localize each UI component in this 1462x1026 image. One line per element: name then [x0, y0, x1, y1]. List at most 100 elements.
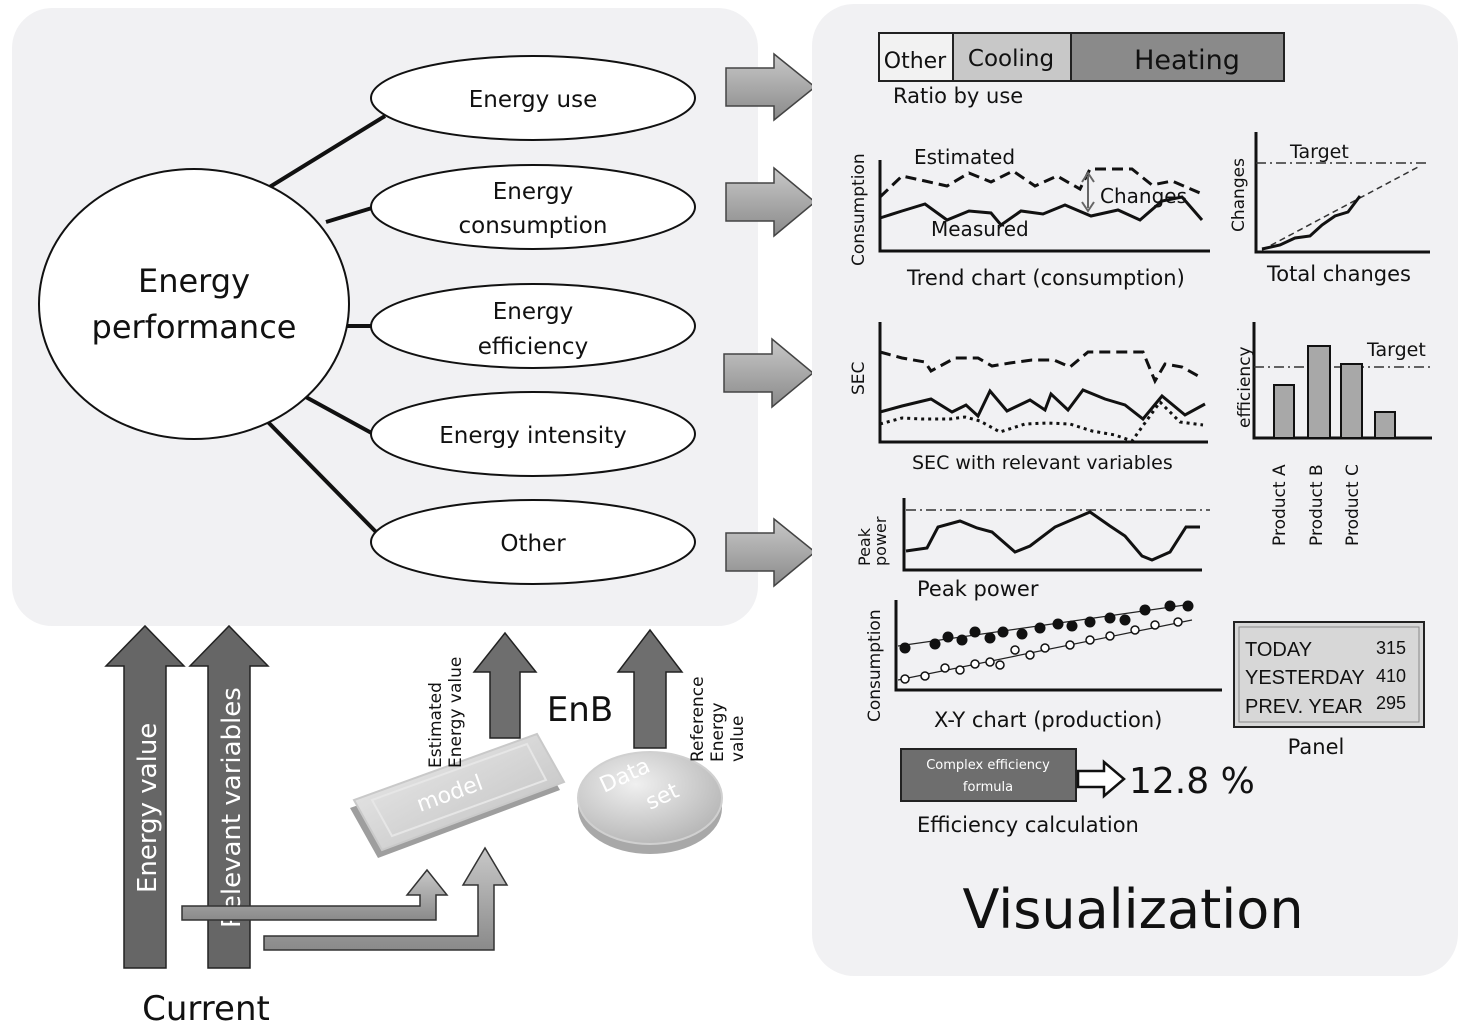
energy-value-arrow: Energy value [104, 624, 186, 969]
trend-axes [878, 160, 1210, 253]
xy-point-filled [1104, 612, 1116, 624]
trend-estimated-line [878, 167, 1201, 199]
sec-dashed-line [879, 350, 1201, 385]
xy-point-open [920, 671, 930, 681]
xy-point-filled [1119, 614, 1131, 626]
panel-row-today-label: TODAY [1245, 639, 1312, 661]
panel-row-yesterday-value: 410 [1376, 666, 1406, 686]
peak-power-chart: Peak power Peak power [855, 498, 1210, 601]
xy-point-open [1105, 631, 1115, 641]
sec-axes [878, 322, 1208, 444]
branch-energy-consumption-label-2: consumption [459, 213, 608, 239]
peak-ylabel-1: Peak [855, 527, 874, 566]
ratio-label-heating: Heating [1134, 45, 1240, 76]
enb-label: EnB [547, 690, 613, 730]
panel-row-yesterday-label: YESTERDAY [1245, 667, 1365, 689]
panel-row-prev-year-label: PREV. YEAR [1245, 696, 1363, 718]
efficiency-ylabel: efficiency [1235, 346, 1255, 428]
dataset-disk: Data set [577, 751, 723, 854]
ratio-segment-heating [1070, 32, 1285, 82]
branch-energy-use-label: Energy use [469, 87, 598, 113]
current-label: Current [142, 989, 270, 1026]
xy-axes [894, 600, 1222, 692]
panel-row-today-value: 315 [1376, 638, 1406, 658]
ratio-label-other: Other [884, 49, 947, 74]
energy-performance-label-1: Energy [138, 262, 250, 300]
xy-point-open [900, 674, 910, 684]
panel-display: TODAY 315 YESTERDAY 410 PREV. YEAR 295 P… [1233, 621, 1425, 759]
reference-energy-label-2: Energy [708, 702, 728, 762]
total-changes-actual-line [1261, 195, 1362, 251]
ratio-label-cooling: Cooling [968, 46, 1054, 72]
peak-ylabel-2: power [871, 516, 890, 566]
xy-point-open [1085, 635, 1095, 645]
panel-caption: Panel [1288, 735, 1345, 759]
xy-caption: X-Y chart (production) [934, 708, 1162, 732]
xy-point-open [1173, 617, 1183, 627]
xy-point-filled [1139, 604, 1151, 616]
right-arrow-icon [725, 52, 817, 122]
reference-energy-label-3: value [728, 716, 748, 762]
xy-point-filled [942, 631, 954, 643]
visualization-panel [812, 4, 1458, 976]
trend-changes-label: Changes [1100, 184, 1187, 208]
right-arrow-icon [725, 517, 817, 588]
total-changes-ylabel: Changes [1229, 158, 1249, 232]
formula-box [900, 748, 1077, 802]
branch-other: Other [370, 499, 696, 585]
branch-energy-efficiency-label-1: Energy [493, 299, 574, 325]
estimated-energy-label-2: Energy value [446, 657, 466, 768]
flow-arrows [723, 52, 817, 588]
changes-arrow-up [1081, 171, 1095, 183]
xy-point-open [955, 665, 965, 675]
efficiency-category-product-c: Product C [1343, 464, 1363, 546]
peak-power-line [905, 510, 1200, 562]
energy-value-label: Energy value [133, 723, 163, 893]
xy-point-filled [1016, 628, 1028, 640]
peak-caption: Peak power [917, 577, 1039, 601]
efficiency-bar-chart: efficiency Target Product A Product B Pr… [1235, 322, 1432, 546]
trend-estimated-label: Estimated [914, 145, 1015, 169]
efficiency-category-product-b: Product B [1307, 464, 1327, 546]
xy-ylabel: Consumption [865, 609, 885, 722]
ratio-by-use-bar [878, 32, 1285, 82]
xy-chart: Consumption X-Y chart (production) [865, 600, 1222, 732]
estimated-energy-label-1: Estimated [426, 682, 446, 768]
xy-point-filled [1052, 618, 1064, 630]
branch-energy-consumption-label-1: Energy [493, 179, 574, 205]
up-arrow-icon [472, 631, 538, 739]
branch-energy-intensity-label: Energy intensity [439, 423, 627, 449]
reference-energy-label-1: Reference [688, 676, 708, 762]
efficiency-calc-caption: Efficiency calculation [917, 813, 1139, 837]
visualization-title: Visualization [962, 878, 1303, 941]
xy-point-filled [899, 642, 911, 654]
sec-solid-line [879, 388, 1206, 422]
total-changes-caption: Total changes [1266, 262, 1411, 286]
panel-row-prev-year-value: 295 [1376, 693, 1406, 713]
branch-energy-efficiency-label-2: efficiency [478, 334, 588, 360]
total-changes-axes [1254, 132, 1430, 254]
trend-chart: Consumption Estimated Measured Changes T… [849, 145, 1210, 290]
xy-point-open [1025, 650, 1035, 660]
xy-points-open [900, 617, 1183, 684]
xy-point-filled [1066, 620, 1078, 632]
xy-point-open [1065, 640, 1075, 650]
sec-dotted-line [879, 399, 1204, 443]
branch-connectors [262, 114, 387, 535]
branch-energy-efficiency: Energy efficiency [370, 283, 696, 369]
branch-energy-consumption: Energy consumption [370, 164, 696, 250]
formula-label-2: formula [963, 780, 1013, 795]
xy-point-open [985, 657, 995, 667]
efficiency-bar-2 [1307, 345, 1331, 439]
result-arrow-icon [1076, 759, 1126, 799]
xy-points-filled [899, 600, 1194, 654]
xy-point-open [940, 663, 950, 673]
total-changes-target-label: Target [1289, 141, 1349, 163]
model-block: model [350, 732, 566, 858]
energy-performance-label-2: performance [92, 308, 297, 346]
efficiency-result: 12.8 % [1129, 761, 1255, 802]
sec-caption: SEC with relevant variables [912, 452, 1173, 474]
efficiency-calculation: Complex efficiency formula 12.8 % Effici… [900, 748, 1255, 837]
branch-energy-use: Energy use [370, 55, 696, 141]
right-arrow-icon [725, 166, 817, 238]
